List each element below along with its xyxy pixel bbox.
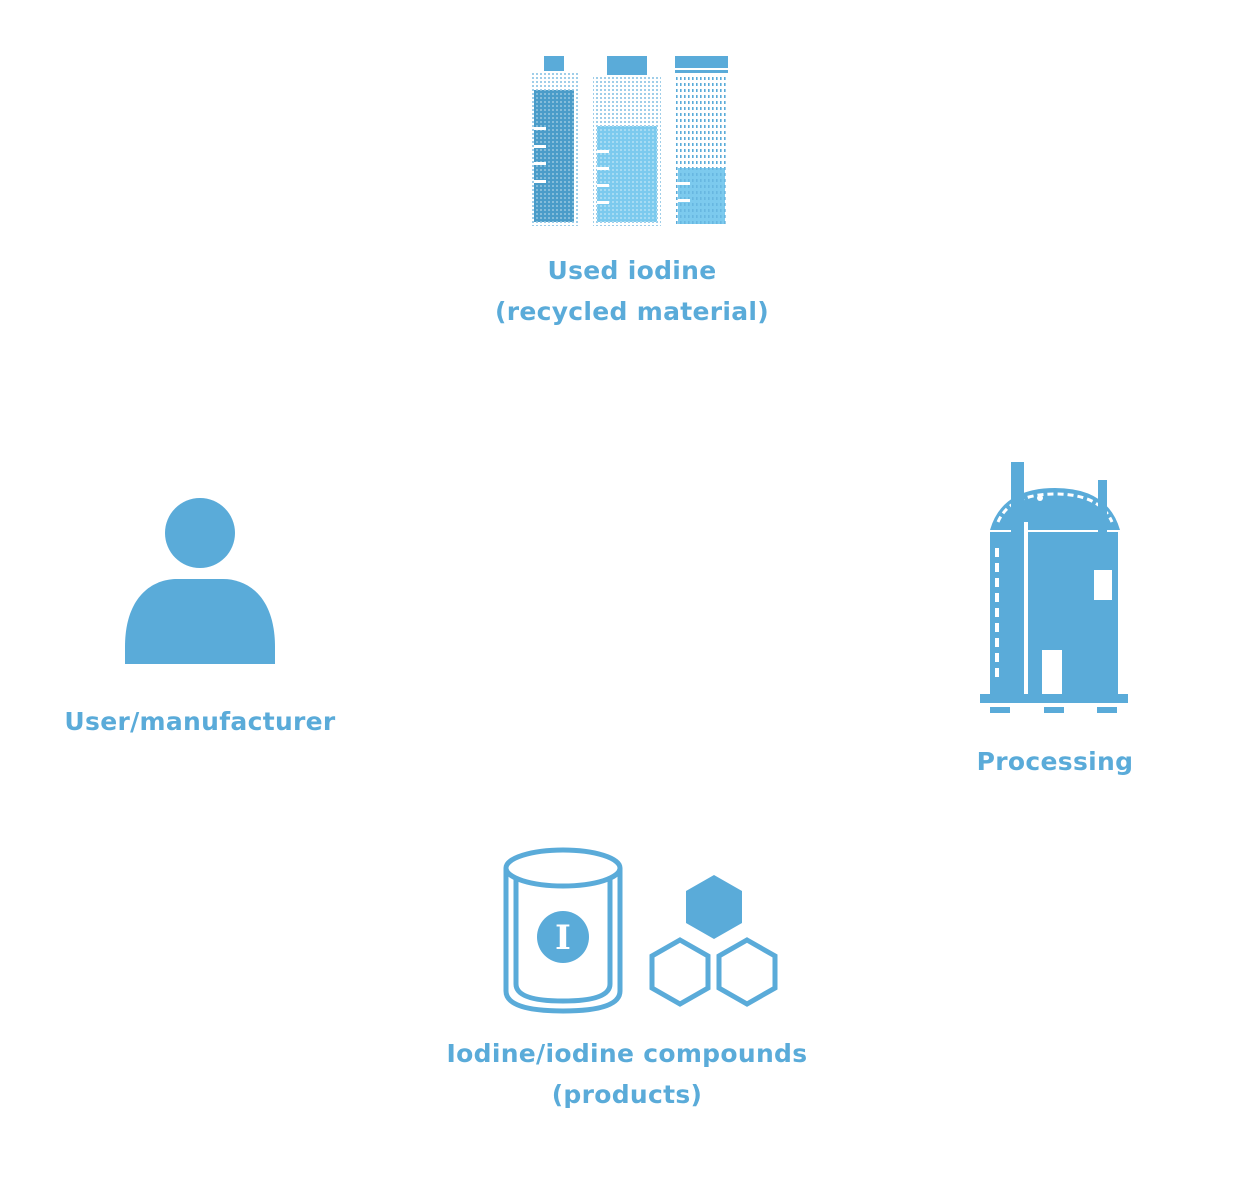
label-processing-line1: Processing [976, 747, 1134, 776]
person-icon [125, 498, 275, 664]
processing-plant-icon [980, 462, 1128, 713]
label-products-line1: Iodine/iodine compounds [446, 1039, 808, 1068]
can-letter: I [555, 918, 571, 958]
label-used-iodine-line2: (recycled material) [494, 297, 770, 326]
bottles-icon [530, 56, 728, 226]
label-processing: Processing [955, 741, 1155, 782]
label-used-iodine: Used iodine (recycled material) [432, 250, 832, 332]
label-user: User/manufacturer [40, 701, 360, 742]
label-user-line1: User/manufacturer [64, 707, 336, 736]
label-products-line2: (products) [551, 1080, 703, 1109]
iodine-can-and-hexagons-icon: I [503, 847, 778, 1014]
label-products: Iodine/iodine compounds (products) [427, 1033, 827, 1115]
label-used-iodine-line1: Used iodine [547, 256, 717, 285]
